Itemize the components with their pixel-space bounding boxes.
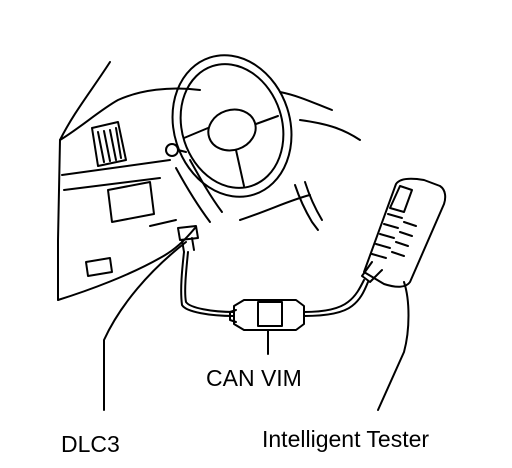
intelligent-tester-device	[361, 177, 447, 288]
dlc3-label: DLC3	[61, 431, 120, 457]
can-vim-label: CAN VIM	[206, 365, 302, 391]
can-vim-module	[229, 299, 305, 331]
dashboard-illustration	[57, 61, 361, 301]
label-leader-lines	[103, 241, 410, 411]
intelligent-tester-label: Intelligent Tester	[262, 426, 430, 452]
dlc3-connector	[177, 225, 199, 253]
steering-wheel-illustration	[171, 54, 293, 198]
connection-cables	[180, 251, 369, 317]
